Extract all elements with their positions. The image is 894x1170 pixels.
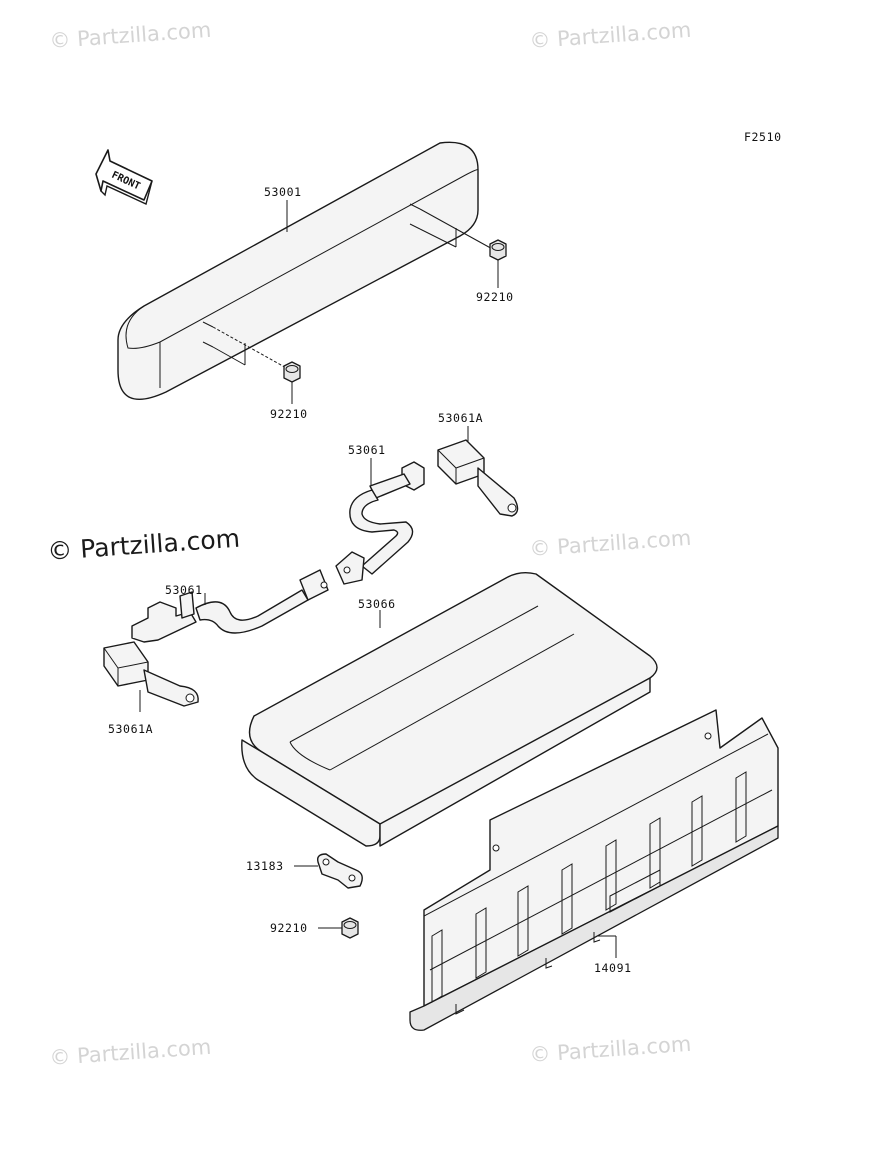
belt-left-part: [131, 569, 329, 643]
front-arrow-icon: FRONT: [95, 149, 153, 205]
nut-icon-upper-right: [489, 239, 507, 261]
watermark-main: © Partzilla.com: [46, 524, 240, 566]
callout-belt-buckle-left: 53061A: [108, 722, 153, 736]
panel-part: [409, 709, 779, 1031]
callout-belt-buckle-right: 53061A: [438, 411, 483, 425]
backrest-part: [117, 141, 497, 400]
callout-panel: 14091: [594, 961, 632, 975]
nut-icon-lower: [341, 917, 359, 939]
callout-nut-lower: 92210: [270, 921, 308, 935]
watermark-bottom-right: © Partzilla.com: [529, 1032, 692, 1067]
figure-code: F2510: [744, 130, 782, 144]
nut-icon-upper-left: [283, 361, 301, 383]
watermark-mid-right: © Partzilla.com: [529, 526, 692, 561]
callout-nut-upper-right: 92210: [476, 290, 514, 304]
belt-right-part: [335, 461, 425, 585]
callout-seat-cushion: 53066: [358, 597, 396, 611]
callout-backrest: 53001: [264, 185, 302, 199]
watermark-bottom-left: © Partzilla.com: [49, 1035, 212, 1070]
callout-nut-upper-left: 92210: [270, 407, 308, 421]
bracket-part: [316, 853, 363, 889]
seat-cushion-part: [241, 571, 658, 847]
watermark-top-left: © Partzilla.com: [49, 18, 212, 53]
belt-buckle-left-part: [103, 641, 199, 707]
callout-belt-left: 53061: [165, 583, 203, 597]
belt-buckle-right-part: [437, 439, 519, 517]
watermark-top-right: © Partzilla.com: [529, 18, 692, 53]
callout-belt-right: 53061: [348, 443, 386, 457]
callout-bracket: 13183: [246, 859, 284, 873]
